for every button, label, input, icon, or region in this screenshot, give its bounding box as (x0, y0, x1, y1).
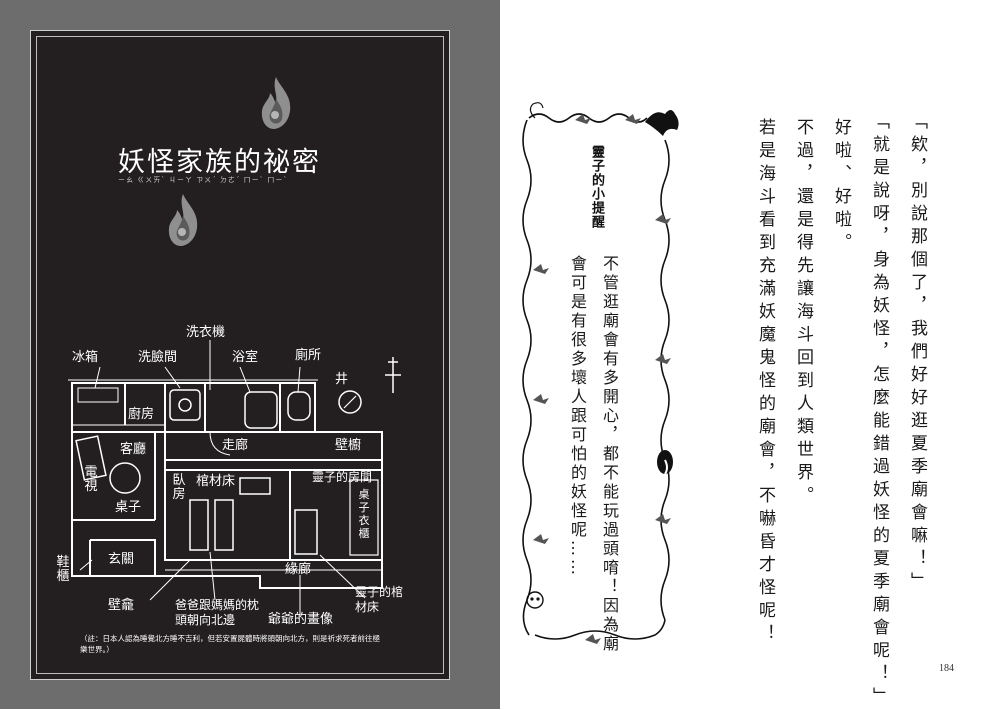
title-ruby: ㄧㄠ ㄍㄨㄞˋ ㄐㄧㄚ ㄗㄨˊ ㄉㄜˊ ㄇㄧˋ ㄇㄧˋ (118, 176, 288, 184)
title-text: 妖怪家族的祕密 (118, 147, 321, 178)
corridor-label: 走廊 (222, 438, 249, 453)
washroom-label: 洗臉間 (138, 350, 178, 365)
tip-line-2: 會可是有很多壞人跟可怕的妖怪呢…… (568, 255, 587, 578)
paragraph-1: 「欸，別說那個了，我們好好逛夏季廟會嘛！」 (907, 112, 927, 595)
paragraph-5: 若是海斗看到充滿妖魔鬼怪的廟會，不嚇昏才怪呢！ (755, 118, 775, 647)
ghost-room-label: 靈子的房間 (312, 470, 373, 484)
tv-label: 電視 (84, 465, 98, 494)
bathroom-label: 浴室 (232, 350, 259, 365)
paragraph-3: 好啦、好啦。 (831, 118, 851, 256)
ghost-coffin-label: 靈子的棺材床 (355, 585, 404, 614)
left-page: 妖怪家族的祕密 ㄧㄠ ㄍㄨㄞˋ ㄐㄧㄚ ㄗㄨˊ ㄉㄜˊ ㄇㄧˋ ㄇㄧˋ (0, 0, 500, 709)
laundry-label: 洗衣機 (186, 325, 226, 340)
dresser-label: 桌子衣櫃 (358, 488, 370, 540)
panel-border (36, 36, 444, 674)
tip-line-1: 不管逛廟會有多開心，都不能玩過頭唷！因為廟 (600, 255, 619, 654)
shoe-cabinet-label: 鞋櫃 (56, 555, 70, 584)
living-room-label: 客廳 (120, 442, 147, 457)
ghost-flame-icon (168, 194, 198, 246)
coffin-bed-label: 棺材床 (196, 474, 236, 489)
entrance-label: 玄關 (108, 552, 135, 567)
paragraph-2: 「就是說呀，身為妖怪，怎麼能錯過妖怪的夏季廟會呢！」 (869, 112, 889, 710)
footnote: （註：日本人認為睡覺北方睡不吉利，但若安置屍體時將頭朝向北方，則是祈求死者前往極… (80, 634, 380, 654)
table-label: 桌子 (115, 500, 142, 515)
ghost-flame-icon (261, 77, 291, 129)
floor-plan (68, 340, 401, 615)
fridge-label: 冰箱 (72, 350, 99, 365)
wardrobe-label: 壁櫥 (335, 438, 362, 453)
paragraph-4: 不過，還是得先讓海斗回到人類世界。 (793, 118, 813, 509)
dark-panel (30, 30, 450, 680)
well-label: 井 (335, 372, 349, 387)
tip-box-frame (522, 102, 679, 644)
page-title: 妖怪家族的祕密 (118, 140, 408, 179)
kitchen-label: 廚房 (128, 407, 155, 422)
veranda-label: 緣廊 (285, 562, 312, 577)
page-number: 184 (939, 663, 954, 674)
shrine-label: 壁龕 (108, 598, 135, 613)
bedroom-label: 臥房 (172, 473, 186, 502)
parents-pillow-label: 爸爸跟媽媽的枕頭朝向北邊 (175, 598, 260, 627)
tip-title: 靈子的小提醒 (590, 145, 605, 229)
toilet-label: 廁所 (295, 348, 322, 363)
grandpa-portrait-label: 爺爺的畫像 (268, 612, 334, 627)
